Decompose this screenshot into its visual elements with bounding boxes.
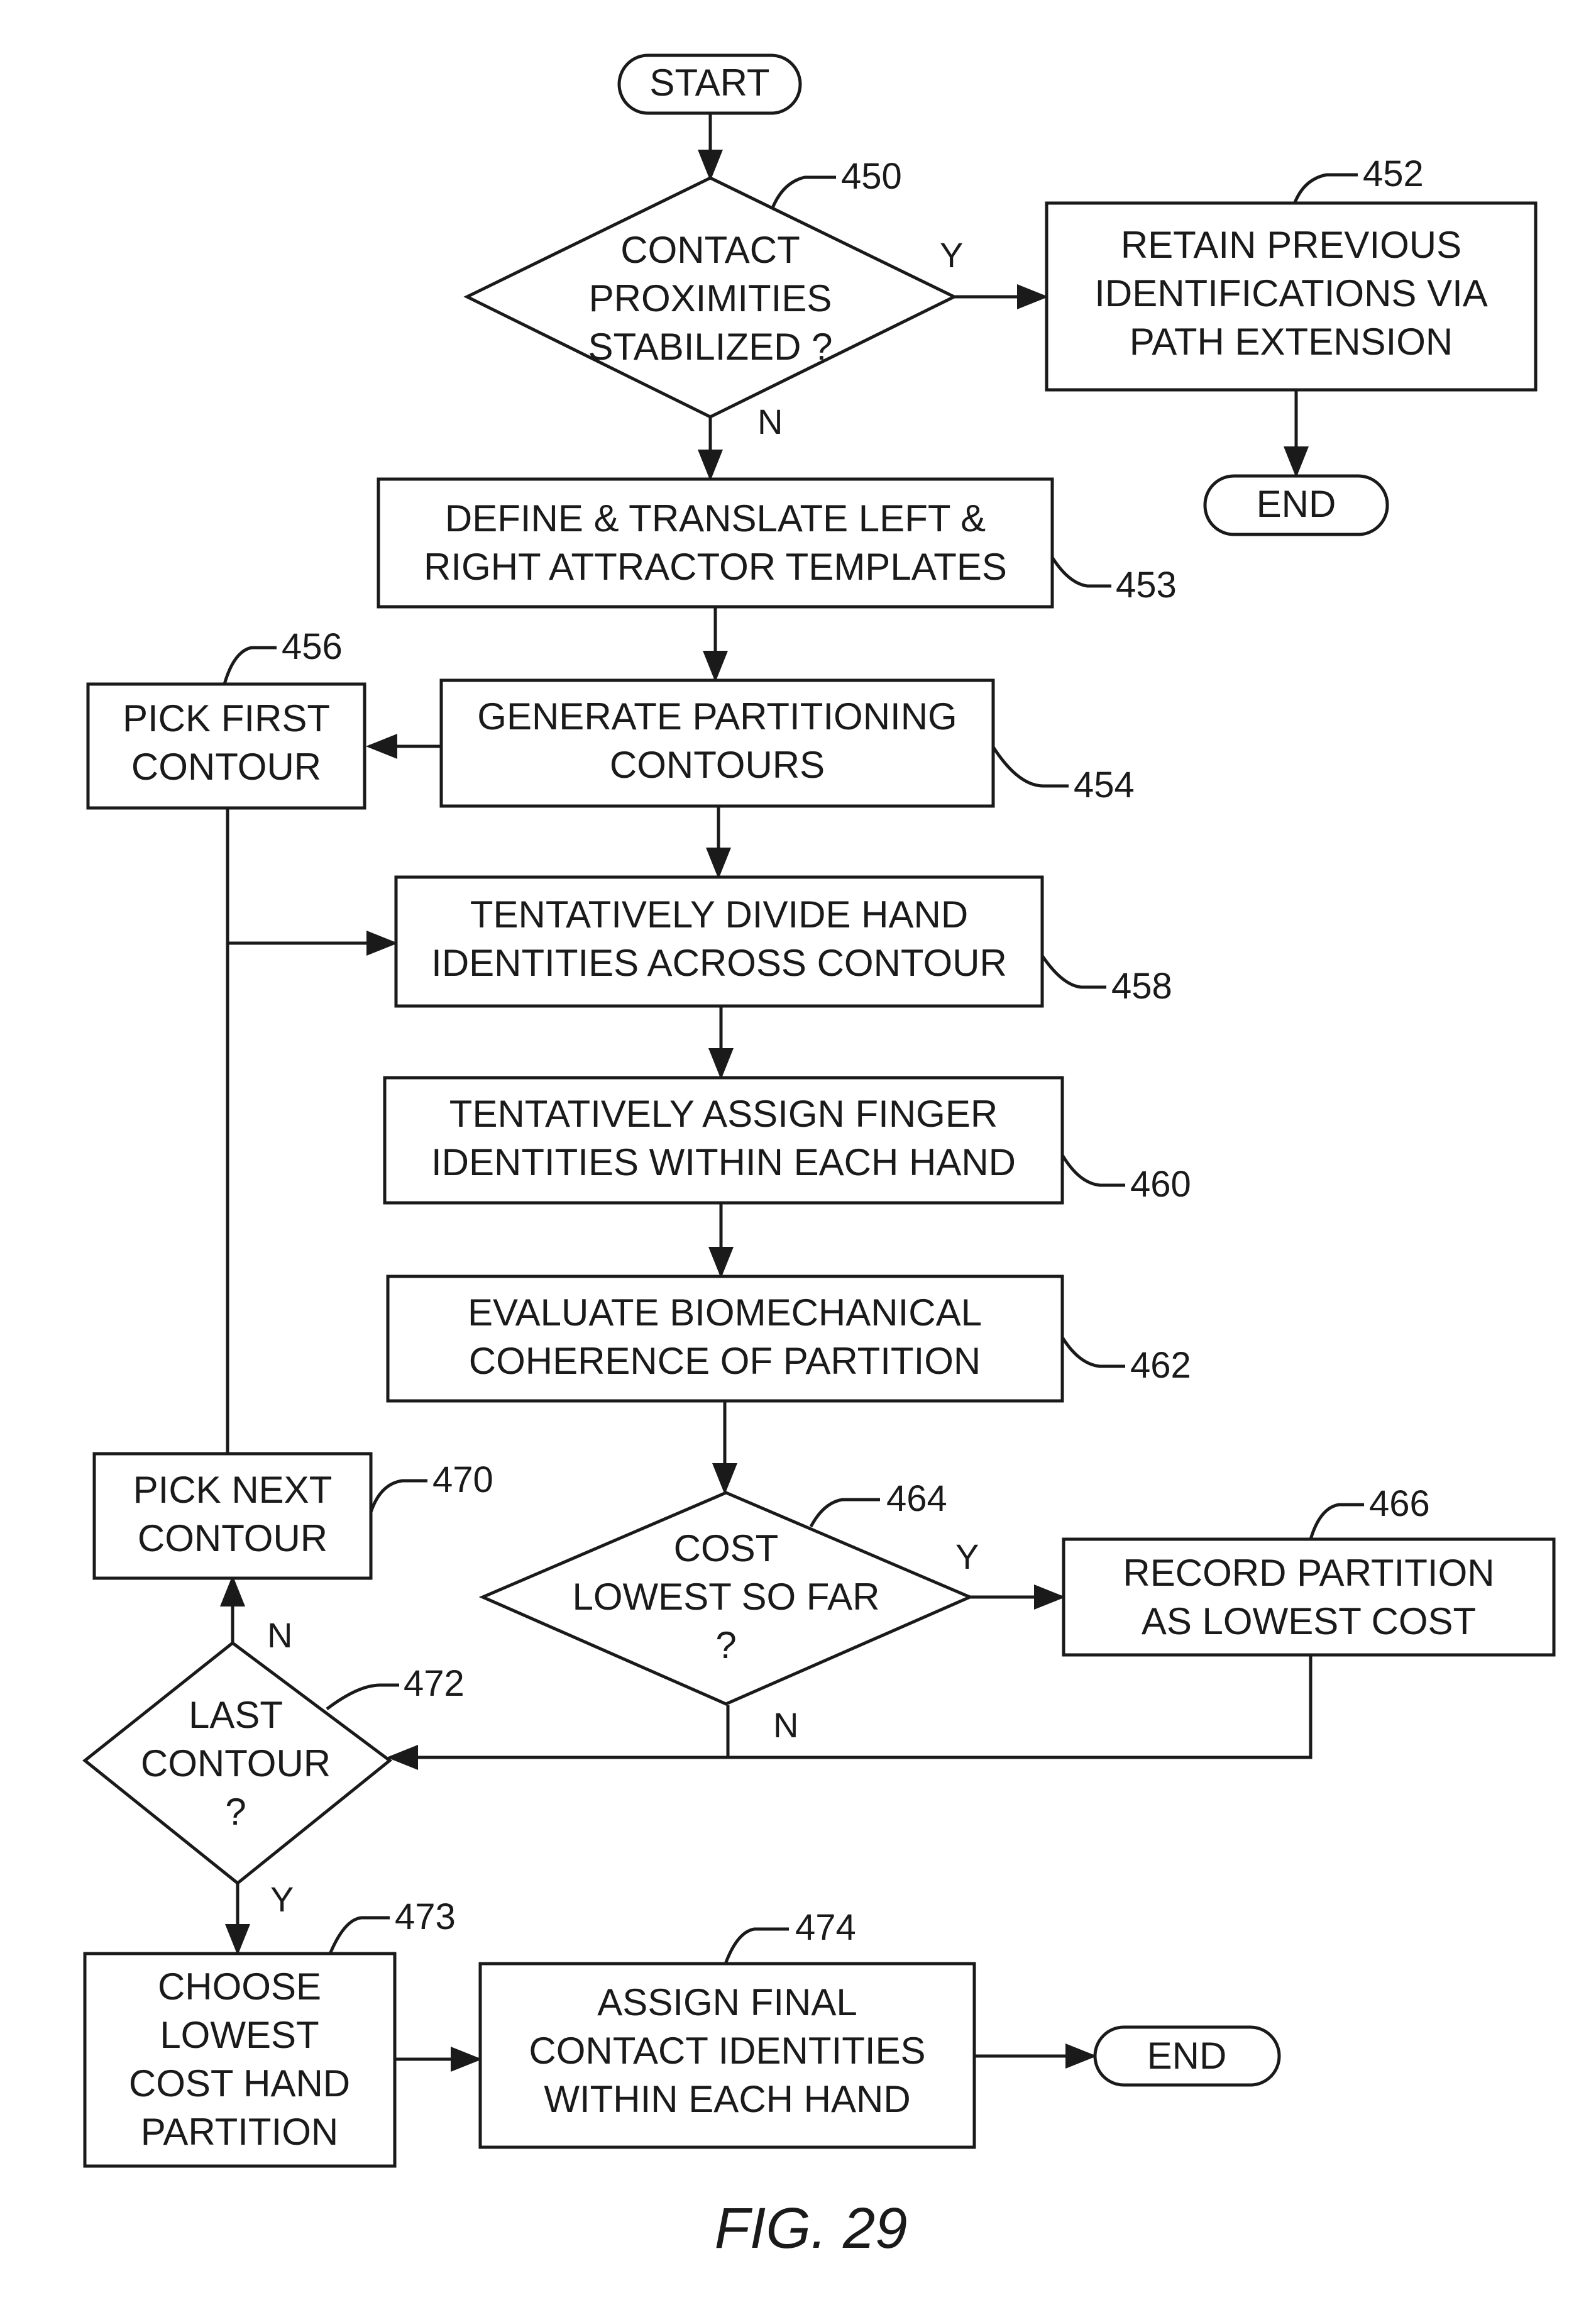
decision-472-line-3: ? <box>225 1791 246 1833</box>
process-452-line-2: IDENTIFICATIONS VIA <box>1094 272 1488 314</box>
decision-450-line-2: PROXIMITIES <box>589 277 832 319</box>
process-474-line-1: ASSIGN FINAL <box>597 1981 857 2023</box>
process-473-line-3: COST HAND <box>129 2062 350 2104</box>
line-456-to-458 <box>228 809 395 943</box>
process-453-line-2: RIGHT ATTRACTOR TEMPLATES <box>424 546 1007 588</box>
ref-460: 460 <box>1130 1164 1191 1205</box>
decision-464-line-2: LOWEST SO FAR <box>573 1576 880 1618</box>
process-458-line-2: IDENTITIES ACROSS CONTOUR <box>431 942 1007 984</box>
process-473: CHOOSE LOWEST COST HAND PARTITION 473 <box>85 1896 456 2166</box>
decision-472-line-2: CONTOUR <box>141 1742 331 1784</box>
decision-464-line-1: COST <box>674 1527 779 1569</box>
process-458: TENTATIVELY DIVIDE HAND IDENTITIES ACROS… <box>396 877 1172 1007</box>
end-top-label: END <box>1257 483 1336 525</box>
process-460: TENTATIVELY ASSIGN FINGER IDENTITIES WIT… <box>385 1078 1191 1205</box>
decision-472-line-1: LAST <box>189 1694 283 1736</box>
process-462-line-1: EVALUATE BIOMECHANICAL <box>468 1291 982 1334</box>
figure-caption: FIG. 29 <box>715 2196 908 2260</box>
process-454-line-1: GENERATE PARTITIONING <box>477 695 957 738</box>
process-474-line-2: CONTACT IDENTITIES <box>529 2030 925 2072</box>
process-473-line-4: PARTITION <box>141 2111 338 2153</box>
process-452-line-3: PATH EXTENSION <box>1130 321 1453 363</box>
process-470-line-1: PICK NEXT <box>133 1469 333 1511</box>
decision-472: LAST CONTOUR ? 472 N Y <box>85 1615 465 1919</box>
process-466-line-1: RECORD PARTITION <box>1123 1552 1494 1594</box>
process-453-line-1: DEFINE & TRANSLATE LEFT & <box>445 497 986 539</box>
process-458-line-1: TENTATIVELY DIVIDE HAND <box>470 893 968 936</box>
decision-450-line-1: CONTACT <box>620 229 800 271</box>
ref-470: 470 <box>432 1459 493 1500</box>
process-456: PICK FIRST CONTOUR 456 <box>88 626 365 808</box>
process-462-line-2: COHERENCE OF PARTITION <box>469 1340 981 1382</box>
ref-452: 452 <box>1363 153 1424 194</box>
ref-472: 472 <box>404 1663 465 1704</box>
process-452-line-1: RETAIN PREVIOUS <box>1121 224 1461 266</box>
reference-leaders <box>224 175 1364 1971</box>
process-474-line-3: WITHIN EACH HAND <box>544 2078 910 2120</box>
branch-label-n472: N <box>267 1615 292 1655</box>
process-473-line-1: CHOOSE <box>158 1966 321 2008</box>
ref-456: 456 <box>282 626 343 667</box>
ref-462: 462 <box>1130 1345 1191 1386</box>
ref-454: 454 <box>1074 765 1135 805</box>
branch-label-y450: Y <box>940 235 963 275</box>
branch-label-n464: N <box>773 1705 798 1745</box>
process-453: DEFINE & TRANSLATE LEFT & RIGHT ATTRACTO… <box>378 479 1177 607</box>
ref-453: 453 <box>1116 565 1177 606</box>
end-bottom-label: END <box>1147 2035 1227 2077</box>
decision-450: CONTACT PROXIMITIES STABILIZED ? 450 Y N <box>467 156 963 441</box>
ref-474: 474 <box>795 1907 856 1948</box>
decision-450-line-3: STABILIZED ? <box>588 326 832 368</box>
process-460-line-1: TENTATIVELY ASSIGN FINGER <box>449 1093 998 1135</box>
start-label: START <box>649 62 769 104</box>
process-452: RETAIN PREVIOUS IDENTIFICATIONS VIA PATH… <box>1047 153 1536 390</box>
decision-464: COST LOWEST SO FAR ? 464 Y N <box>483 1478 979 1745</box>
process-462: EVALUATE BIOMECHANICAL COHERENCE OF PART… <box>388 1276 1191 1401</box>
ref-466: 466 <box>1369 1483 1430 1524</box>
process-456-line-2: CONTOUR <box>131 746 321 788</box>
ref-464: 464 <box>886 1478 947 1519</box>
ref-450: 450 <box>841 156 902 197</box>
line-466-to-472 <box>390 1655 1311 1757</box>
process-470: PICK NEXT CONTOUR 470 <box>94 1454 493 1578</box>
start-terminal: START <box>619 55 800 113</box>
process-456-line-1: PICK FIRST <box>123 697 330 739</box>
process-466: RECORD PARTITION AS LOWEST COST 466 <box>1064 1483 1554 1655</box>
end-terminal-top: END <box>1205 476 1387 534</box>
branch-label-y472: Y <box>270 1879 294 1919</box>
end-terminal-bottom: END <box>1095 2027 1279 2085</box>
ref-473: 473 <box>395 1896 456 1937</box>
branch-label-n450: N <box>757 402 783 441</box>
process-460-line-2: IDENTITIES WITHIN EACH HAND <box>431 1141 1016 1183</box>
decision-464-line-3: ? <box>715 1624 736 1666</box>
process-470-line-2: CONTOUR <box>138 1517 327 1559</box>
process-466-line-2: AS LOWEST COST <box>1142 1600 1476 1642</box>
process-473-line-2: LOWEST <box>160 2014 319 2056</box>
process-454-line-2: CONTOURS <box>610 744 825 786</box>
branch-label-y464: Y <box>955 1537 979 1576</box>
process-474: ASSIGN FINAL CONTACT IDENTITIES WITHIN E… <box>480 1907 974 2147</box>
process-454: GENERATE PARTITIONING CONTOURS 454 <box>441 680 1135 806</box>
ref-458: 458 <box>1111 966 1172 1007</box>
